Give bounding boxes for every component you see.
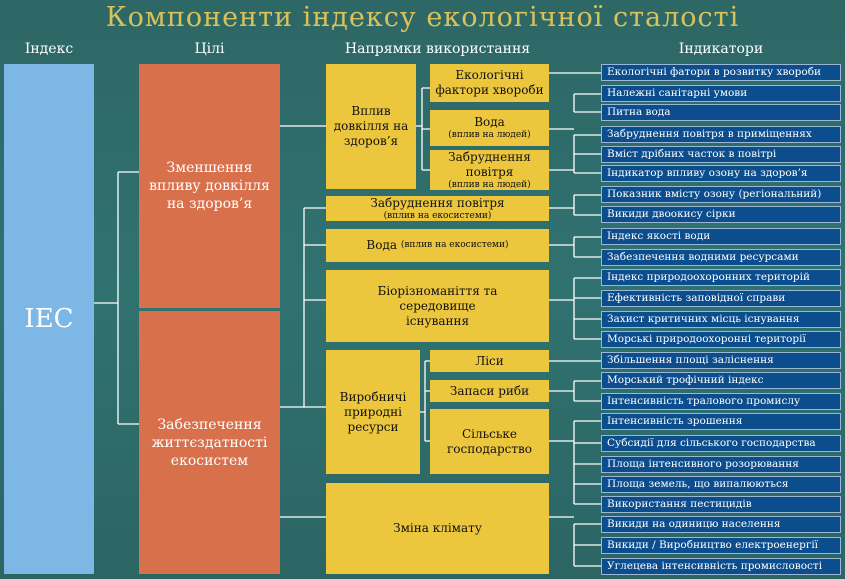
goal-health: Зменшення впливу довкілля на здоров’я	[139, 64, 280, 308]
direction-fish-stocks: Запаси риби	[430, 380, 549, 402]
direction-eco-water: Вода (вплив на екосистеми)	[326, 229, 549, 262]
direction-health-label: Вплив довкілля на здоров’я	[333, 104, 409, 148]
direction-eco-air-label: Забруднення повітря	[370, 195, 505, 210]
direction-agriculture-label: Сільське господарство	[446, 426, 533, 456]
direction-climate-change: Зміна клімату	[326, 483, 549, 574]
direction-forests-label: Ліси	[475, 353, 504, 368]
header-indicators: Індикатори	[678, 41, 764, 57]
direction-climate-change-label: Зміна клімату	[393, 521, 482, 535]
direction-eco-water-sub: (вплив на екосистеми)	[400, 240, 509, 250]
direction-health-water-label: Вода	[474, 115, 505, 129]
direction-health-water: Вода (вплив на людей)	[430, 110, 549, 146]
indicator-item: Викиди на одиницю населення	[601, 516, 841, 533]
header-goals: Цілі	[194, 41, 225, 57]
indicator-item: Морський трофічний індекс	[601, 372, 841, 389]
indicator-item: Морські природоохоронні території	[601, 331, 841, 348]
indicator-item: Індикатор впливу озону на здоров’я	[601, 165, 841, 182]
indicator-item: Вміст дрібних часток в повітрі	[601, 146, 841, 163]
goal-ecosystems: Забезпечення життєздатності екосистем	[139, 311, 280, 574]
direction-biodiversity-label: Біорізноманіття та середовище існування	[377, 283, 498, 328]
indicator-item: Належні санітарні умови	[601, 85, 841, 102]
direction-health-water-sub: (вплив на людей)	[448, 130, 531, 140]
direction-fish-stocks-label: Запаси риби	[449, 383, 530, 398]
indicator-item: Площа інтенсивного розорювання	[601, 456, 841, 473]
direction-natural-resources: Виробничі природні ресурси	[326, 350, 420, 474]
indicator-item: Субсидії для сільського господарства	[601, 435, 841, 452]
indicator-item: Викиди двоокису сірки	[601, 206, 841, 223]
direction-agriculture: Сільське господарство	[430, 409, 549, 474]
indicator-item: Індекс якості води	[601, 228, 841, 245]
indicator-item: Забруднення повітря в приміщеннях	[601, 126, 841, 143]
indicator-item: Ефективність заповідної справи	[601, 290, 841, 307]
direction-disease-factors-label: Екологічні фактори хвороби	[435, 68, 544, 97]
indicator-item: Інтенсивність зрошення	[601, 413, 841, 430]
indicator-item: Збільшення площі заліснення	[601, 352, 841, 369]
indicator-item: Площа земель, що випалюються	[601, 476, 841, 493]
direction-eco-air: Забруднення повітря (вплив на екосистеми…	[326, 196, 549, 221]
indicator-item: Інтенсивність тралового промислу	[601, 393, 841, 410]
direction-biodiversity: Біорізноманіття та середовище існування	[326, 270, 549, 342]
direction-forests: Ліси	[430, 350, 549, 372]
indicator-item: Углецева інтенсивність промисловості	[601, 558, 841, 575]
indicator-item: Показник вмісту озону (регіональний)	[601, 186, 841, 203]
direction-eco-air-sub: (вплив на екосистеми)	[383, 210, 492, 221]
direction-health-air-sub: (вплив на людей)	[448, 179, 531, 190]
indicator-item: Індекс природоохоронних територій	[601, 269, 841, 286]
direction-natural-resources-label: Виробничі природні ресурси	[339, 389, 407, 434]
direction-health: Вплив довкілля на здоров’я	[326, 64, 416, 189]
direction-health-air: Забруднення повітря (вплив на людей)	[430, 150, 549, 190]
direction-disease-factors: Екологічні фактори хвороби	[430, 64, 549, 102]
indicator-item: Екологічні фатори в розвитку хвороби	[601, 64, 841, 81]
direction-eco-water-label: Вода	[366, 238, 398, 252]
indicator-item: Захист критичних місць існування	[601, 311, 841, 328]
indicator-item: Питна вода	[601, 104, 841, 121]
diagram-title: Компоненти індексу екологічної сталості	[105, 2, 740, 33]
header-index: Індекс	[24, 41, 74, 57]
header-directions: Напрямки використання	[344, 41, 531, 57]
indicator-item: Викиди / Виробництво електроенергії	[601, 537, 841, 554]
index-box-iec: IEC	[4, 64, 94, 574]
indicator-item: Забезпечення водними ресурсами	[601, 249, 841, 266]
indicator-item: Використання пестицидів	[601, 496, 841, 513]
direction-health-air-label: Забруднення повітря	[448, 149, 531, 179]
